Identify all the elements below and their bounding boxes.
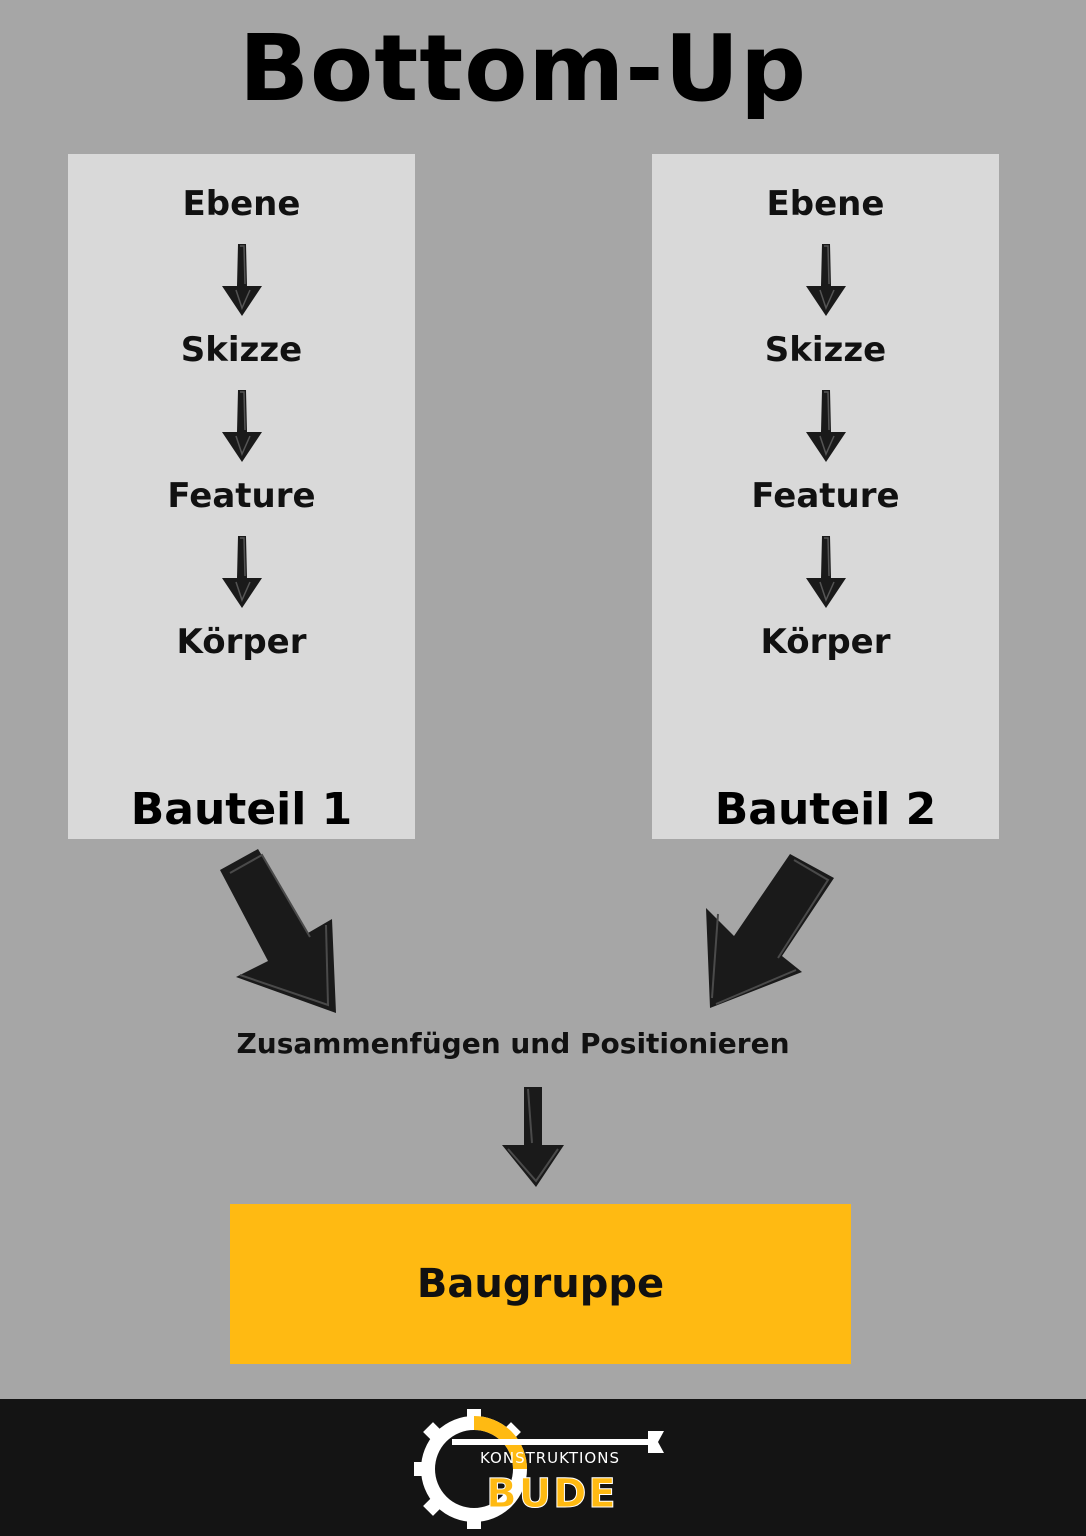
assembly-label: Baugruppe [416,1261,665,1307]
step-label: Ebene [182,184,301,224]
step-label: Körper [760,622,891,662]
arrow-down-icon [806,536,846,608]
part-panel-1: Ebene Skizze Feature Körper Bauteil 1 [68,154,415,839]
svg-text:BUDE: BUDE [486,1471,618,1517]
part-panel-2: Ebene Skizze Feature Körper Bauteil 2 [652,154,999,839]
part-label: Bauteil 1 [130,784,353,835]
arrow-down-icon [502,1087,564,1187]
step-label: Ebene [766,184,885,224]
arrow-down-right-icon [220,849,336,1013]
step-label: Feature [751,476,900,516]
arrow-down-icon [222,244,262,316]
step-label: Feature [167,476,316,516]
assembly-box: Baugruppe [230,1204,851,1364]
merge-label: Zusammenfügen und Positionieren [236,1027,790,1060]
arrow-down-icon [222,390,262,462]
page-title: Bottom-Up [238,15,808,122]
arrow-down-icon [806,390,846,462]
arrow-down-icon [806,244,846,316]
wrench-icon [452,1431,664,1453]
step-label: Skizze [180,330,303,370]
step-label: Skizze [764,330,887,370]
svg-text:KONSTRUKTIONS: KONSTRUKTIONS [480,1449,620,1467]
part-label: Bauteil 2 [714,784,937,835]
step-label: Körper [176,622,307,662]
brand-logo: KONSTRUKTIONS BUDE [414,1409,664,1529]
arrow-down-left-icon [706,854,834,1008]
arrow-down-icon [222,536,262,608]
footer: KONSTRUKTIONS BUDE [0,1399,1086,1536]
gear-icon [414,1409,527,1529]
